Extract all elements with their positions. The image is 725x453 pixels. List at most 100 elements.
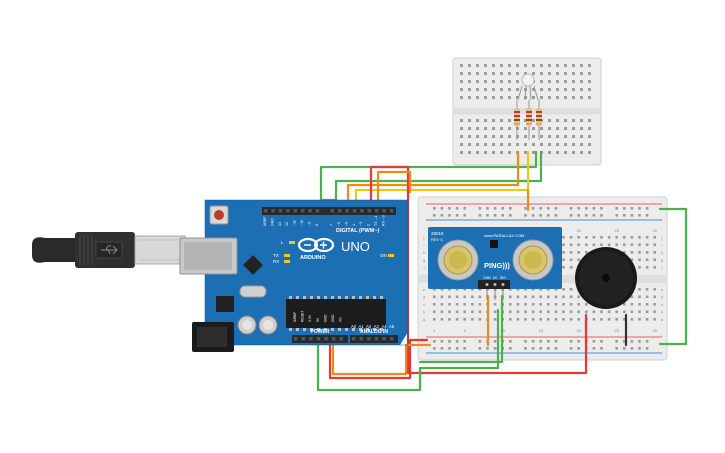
hole <box>463 207 466 210</box>
chip-pin <box>310 296 313 299</box>
hole <box>433 340 436 343</box>
arduino-uno[interactable]: ARDUINO UNO DIGITAL (PWM~) POWER ANALOG … <box>179 199 409 352</box>
header-pin[interactable] <box>278 209 283 213</box>
header-pin[interactable] <box>271 209 275 213</box>
digital-label: DIGITAL (PWM~) <box>336 228 380 234</box>
header-pin[interactable] <box>375 209 379 213</box>
hole <box>585 214 588 217</box>
hole <box>440 347 444 350</box>
hole <box>653 318 656 321</box>
hole <box>548 143 551 146</box>
wire-green-pin10 <box>334 150 543 207</box>
chip-pin <box>317 296 320 299</box>
header-pin[interactable] <box>293 209 297 213</box>
header-pin[interactable] <box>301 209 305 213</box>
hole <box>585 236 588 239</box>
header-pin[interactable] <box>389 209 394 213</box>
hole <box>572 151 575 154</box>
hole <box>532 151 535 154</box>
hole <box>577 236 580 239</box>
hole <box>478 318 482 321</box>
header-pin[interactable] <box>339 337 343 341</box>
hole <box>638 318 641 321</box>
column-number: 30 <box>652 328 657 333</box>
hole <box>569 303 573 306</box>
hole <box>455 310 459 314</box>
digital-pin-label: 2 <box>367 224 371 226</box>
hole <box>554 303 558 306</box>
header-pin[interactable] <box>324 337 328 341</box>
header-pin[interactable] <box>359 337 363 341</box>
hole <box>623 310 626 314</box>
chip-pin <box>317 328 320 331</box>
header-pin[interactable] <box>352 337 356 341</box>
header-pin[interactable] <box>367 209 371 213</box>
hole <box>556 143 559 146</box>
header-pin[interactable] <box>308 209 312 213</box>
led-on <box>388 254 394 257</box>
hole <box>468 127 471 130</box>
hole <box>630 347 634 350</box>
hole <box>508 127 511 130</box>
hole <box>572 135 575 138</box>
header-pin[interactable] <box>352 209 357 213</box>
header-pin[interactable] <box>390 337 394 341</box>
hole <box>516 96 519 99</box>
ping-sensor[interactable]: PING))) 28015 REV C www.PARALLAX.COM GND… <box>428 227 562 300</box>
hole <box>569 266 573 269</box>
hole <box>562 251 565 254</box>
header-pin[interactable] <box>301 337 305 341</box>
usb-cable[interactable] <box>32 232 186 268</box>
hole <box>524 135 527 138</box>
header-pin[interactable] <box>338 209 342 213</box>
hole <box>588 88 591 91</box>
header-pin[interactable] <box>330 209 334 213</box>
header-pin[interactable] <box>367 337 371 341</box>
header-pin[interactable] <box>382 337 386 341</box>
piezo-buzzer[interactable] <box>575 247 637 309</box>
hole <box>476 80 479 83</box>
resistor-group[interactable] <box>514 73 542 140</box>
hole <box>500 72 503 75</box>
hole <box>592 318 596 321</box>
hole <box>554 295 558 299</box>
hole <box>585 251 588 254</box>
header-pin[interactable] <box>294 337 298 341</box>
hole <box>532 88 535 91</box>
hole <box>653 266 656 269</box>
hole <box>556 72 559 75</box>
hole <box>508 135 511 138</box>
header-pin[interactable] <box>286 209 290 213</box>
hole <box>516 80 519 83</box>
header-pin[interactable] <box>345 209 349 213</box>
chip-pin <box>352 328 355 331</box>
hole <box>492 119 495 122</box>
hole <box>653 295 656 299</box>
led-tx <box>284 254 290 257</box>
hole <box>463 303 466 306</box>
hole <box>569 310 573 314</box>
hole <box>540 135 543 138</box>
hole <box>440 207 444 210</box>
header-pin[interactable] <box>332 337 336 341</box>
hole <box>433 207 436 210</box>
header-pin[interactable] <box>264 209 268 213</box>
header-pin[interactable] <box>315 209 320 213</box>
hole <box>585 310 588 314</box>
hole <box>468 151 471 154</box>
header-pin[interactable] <box>360 209 364 213</box>
hole <box>638 243 641 247</box>
row-letter: d <box>661 295 663 300</box>
hole <box>645 288 649 291</box>
hole <box>615 236 618 239</box>
header-pin[interactable] <box>382 209 386 213</box>
arduino-logo-icon <box>297 237 335 253</box>
header-pin[interactable] <box>309 337 313 341</box>
hole <box>547 310 550 314</box>
hole <box>476 119 479 122</box>
header-pin[interactable] <box>316 337 321 341</box>
digital-pin-label: ~6 <box>337 222 341 226</box>
hole <box>556 88 559 91</box>
header-pin[interactable] <box>374 337 379 341</box>
hole <box>638 303 641 306</box>
